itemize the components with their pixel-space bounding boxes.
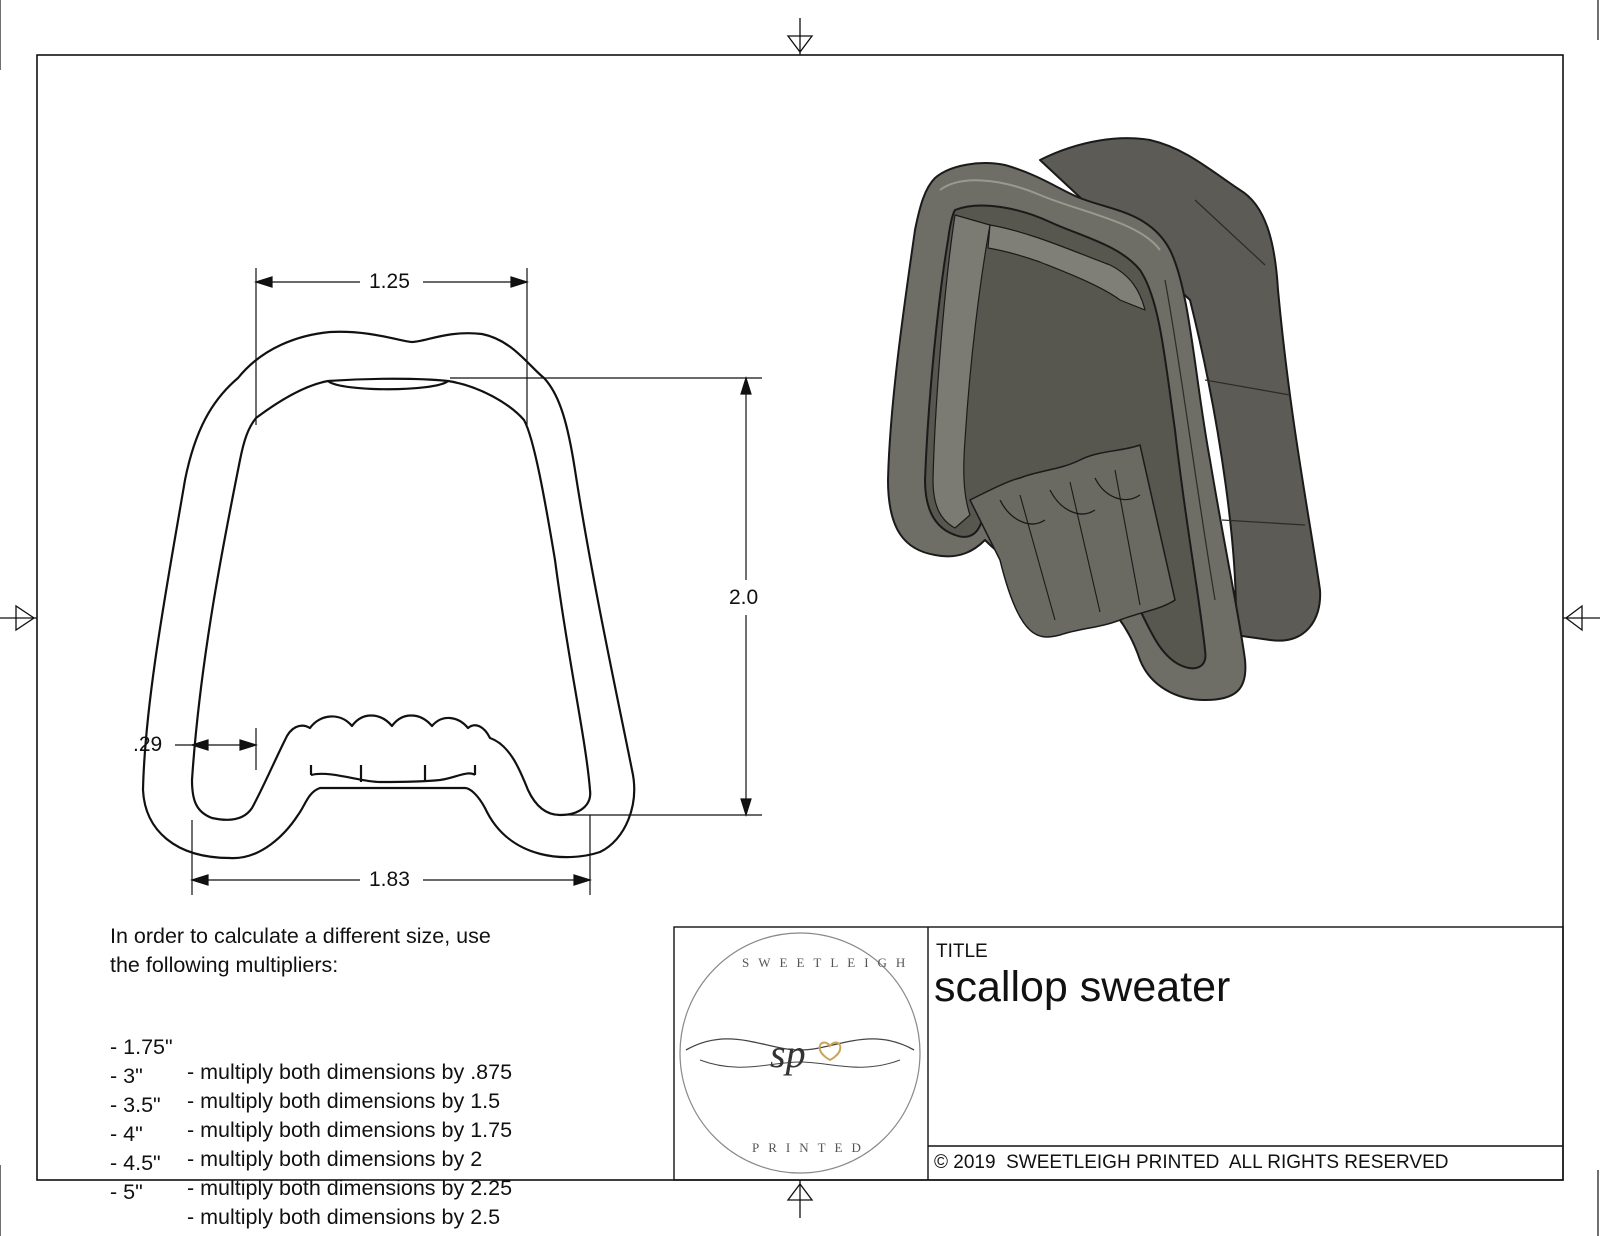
dim-sleeve-gap: .29	[133, 733, 163, 756]
title-block-frame	[673, 926, 1564, 1181]
multiplier-row: - 4" - multiply both dimensions by 2	[110, 1097, 482, 1172]
instructions-line-1: In order to calculate a different size, …	[110, 924, 491, 948]
sweetleigh-logo	[679, 932, 921, 1174]
multiplier-text: - multiply both dimensions by 1.5	[187, 1089, 501, 1113]
multiplier-size: - 1.75"	[110, 1035, 173, 1059]
logo-top-text: SWEETLEIGH	[742, 955, 915, 970]
dim-height: 2.0	[729, 586, 759, 609]
dim-bottom-width: 1.83	[369, 868, 410, 891]
multiplier-text: - multiply both dimensions by 2.5	[187, 1205, 501, 1229]
sweater-outline	[141, 330, 636, 860]
multiplier-row: - 3" - multiply both dimensions by 1.5	[110, 1039, 500, 1114]
cutter-3d-render	[887, 137, 1322, 701]
drawing-title: scallop sweater	[934, 963, 1231, 1011]
multiplier-size: - 3"	[110, 1064, 143, 1088]
instructions-line-2: the following multipliers:	[110, 953, 339, 977]
dimension-lines	[175, 268, 762, 895]
multiplier-size: - 4.5"	[110, 1151, 161, 1175]
logo-bottom-text: PRINTED	[752, 1140, 870, 1155]
multiplier-row: - 1.75" - multiply both dimensions by .8…	[110, 1010, 512, 1085]
logo-monogram: sp	[770, 1031, 806, 1076]
multiplier-size: - 4"	[110, 1122, 143, 1146]
multiplier-row: - 4.5" - multiply both dimensions by 2.2…	[110, 1126, 512, 1201]
title-label: TITLE	[936, 941, 988, 962]
multiplier-text: - multiply both dimensions by 2.25	[187, 1176, 513, 1200]
multiplier-text: - multiply both dimensions by .875	[187, 1060, 513, 1084]
sheet-border	[36, 54, 1564, 1181]
multiplier-size: - 5"	[110, 1180, 143, 1204]
dim-top-width: 1.25	[369, 270, 410, 293]
multiplier-text: - multiply both dimensions by 1.75	[187, 1118, 513, 1142]
centering-marks	[0, 18, 1600, 1218]
multiplier-row: - 5" - multiply both dimensions by 2.5	[110, 1155, 500, 1230]
multiplier-text: - multiply both dimensions by 2	[187, 1147, 483, 1171]
heart-icon	[818, 1041, 842, 1062]
multiplier-row: - 3.5" - multiply both dimensions by 1.7…	[110, 1068, 512, 1143]
multiplier-size: - 3.5"	[110, 1093, 161, 1117]
copyright-notice: © 2019 SWEETLEIGH PRINTED ALL RIGHTS RES…	[934, 1152, 1449, 1173]
